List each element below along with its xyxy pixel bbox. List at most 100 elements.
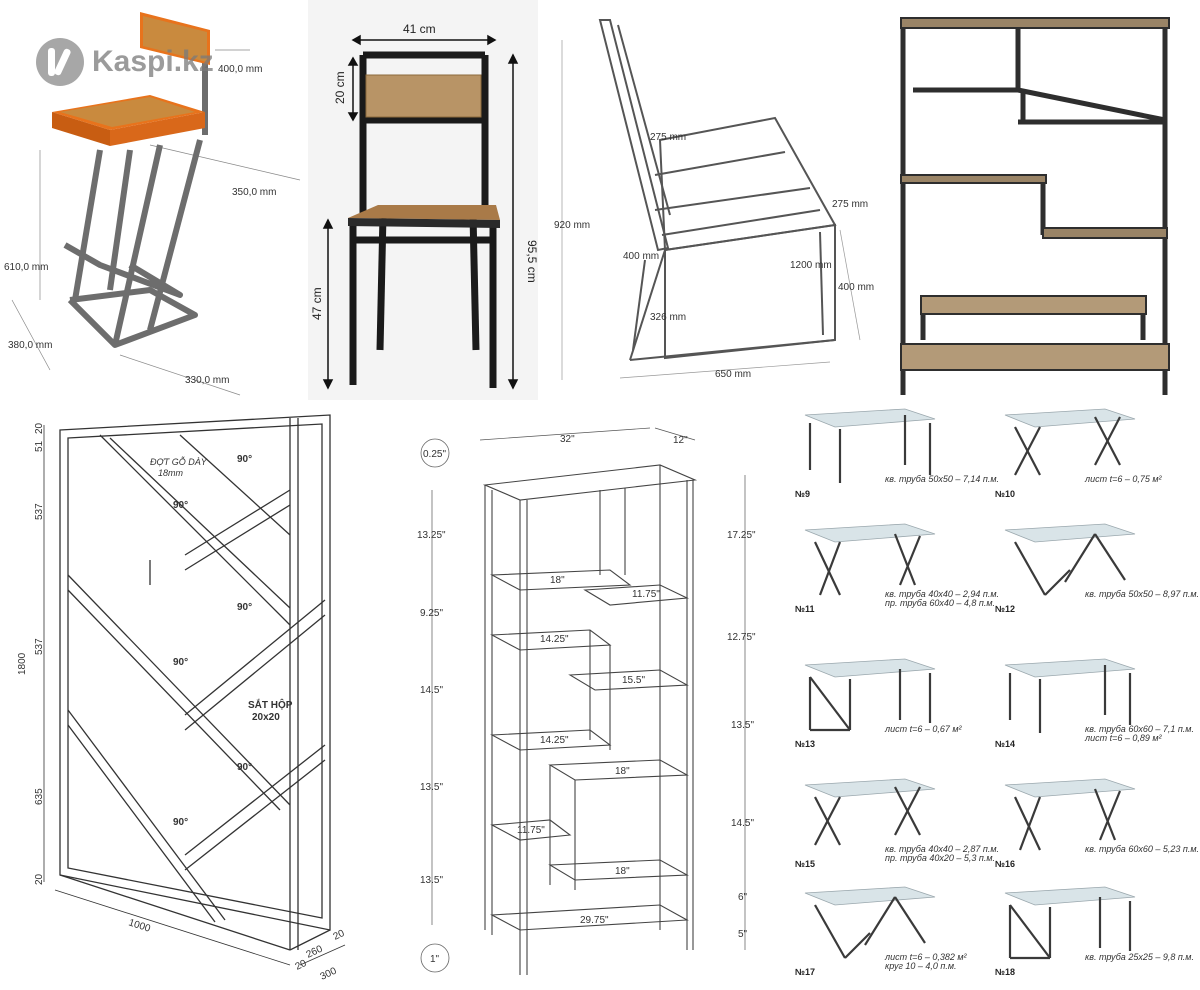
bc-shelf-7: 11.75" bbox=[517, 825, 545, 836]
chair-dim-width: 41 cm bbox=[403, 22, 436, 36]
bc-shelf-8: 18" bbox=[615, 866, 630, 877]
stool-dim-base: 330,0 mm bbox=[185, 375, 229, 386]
bc-shelf-1: 18" bbox=[550, 575, 565, 586]
bc-left-3: 14.5" bbox=[420, 685, 443, 696]
bench-dim-seat-side: 275 mm bbox=[832, 199, 868, 210]
table-item: №9 кв. труба 50x50 – 7,14 п.м. bbox=[795, 408, 999, 499]
table-item: №18 кв. труба 25x25 – 9,8 п.м. bbox=[995, 886, 1194, 977]
table-number: №11 bbox=[795, 604, 815, 614]
rack-note-wood-2: 18mm bbox=[158, 468, 184, 478]
table-spec: кв. труба 40x40 – 2,94 п.м. bbox=[885, 589, 999, 599]
rack-dim-537-2: 537 bbox=[34, 638, 45, 655]
bc-shelf-5: 14.25" bbox=[540, 735, 569, 746]
table-spec: пр. труба 60x40 – 4,8 п.м. bbox=[885, 598, 995, 608]
rack-dim-300: 300 bbox=[319, 966, 339, 983]
kaspi-watermark-text: Kaspi.kz bbox=[92, 45, 214, 78]
kaspi-logo-icon bbox=[36, 38, 84, 86]
rack-dim-635: 635 bbox=[34, 788, 45, 805]
table-spec: кв. труба 60x60 – 7,1 п.м. bbox=[1085, 724, 1194, 734]
chair-dim-back: 20 cm bbox=[333, 71, 347, 104]
metal-shelf-photo bbox=[893, 0, 1178, 400]
bc-right-3: 13.5" bbox=[731, 720, 754, 731]
table-spec: кв. труба 60x60 – 5,23 п.м. bbox=[1085, 844, 1199, 854]
bc-right-2: 12.75" bbox=[727, 632, 756, 643]
rack-dim-1800: 1800 bbox=[17, 652, 28, 675]
bc-shelf-6: 18" bbox=[615, 766, 630, 777]
bench-dim-seat-back: 275 mm bbox=[650, 132, 686, 143]
rack-angle-3: 90° bbox=[237, 602, 252, 613]
table-number: №9 bbox=[795, 489, 810, 499]
table-spec: лист t=6 – 0,382 м² bbox=[884, 952, 968, 962]
rack-angle-2: 90° bbox=[173, 500, 188, 511]
table-spec: лист t=6 – 0,89 м² bbox=[1084, 733, 1163, 743]
table-number: №10 bbox=[995, 489, 1015, 499]
table-item: №12 кв. труба 50x50 – 8,97 п.м. bbox=[995, 523, 1199, 614]
bar-stool-drawing: 350,0 mm 610,0 mm 380,0 mm 330,0 mm 400,… bbox=[0, 0, 305, 400]
bc-shelf-9: 29.75" bbox=[580, 915, 609, 926]
bc-dim-width: 32" bbox=[560, 434, 575, 445]
stool-dim-depth: 380,0 mm bbox=[8, 340, 52, 351]
bc-right-6: 5" bbox=[738, 929, 748, 940]
table-number: №13 bbox=[795, 739, 815, 749]
table-item: №13 лист t=6 – 0,67 м² bbox=[795, 658, 963, 749]
table-number: №18 bbox=[995, 967, 1015, 977]
table-number: №15 bbox=[795, 859, 815, 869]
bc-shelf-4: 15.5" bbox=[622, 675, 645, 686]
rack-dim-20-depth-a: 20 bbox=[294, 958, 309, 973]
bench-dim-leg-depth: 326 mm bbox=[650, 312, 686, 323]
rack-angle-1: 90° bbox=[237, 454, 252, 465]
bc-dim-thickness: 0.25" bbox=[423, 449, 446, 460]
table-spec: кв. труба 50x50 – 7,14 п.м. bbox=[885, 474, 999, 484]
bench-dim-height: 920 mm bbox=[554, 220, 590, 231]
rack-note-steel-1: SẮT HỘP bbox=[248, 698, 293, 711]
bench-dim-arm: 400 mm bbox=[623, 251, 659, 262]
bc-shelf-2: 11.75" bbox=[632, 589, 660, 600]
diagonal-rack-drawing: 20 51 537 537 635 20 1800 ĐỢT GỖ DÀY 18m… bbox=[0, 410, 375, 990]
bc-left-6: 1" bbox=[430, 954, 440, 965]
bc-right-5: 6" bbox=[738, 892, 748, 903]
bench-dim-length: 1200 mm bbox=[790, 260, 832, 271]
table-spec: кв. труба 50x50 – 8,97 п.м. bbox=[1085, 589, 1199, 599]
chair-dim-height: 95,5 cm bbox=[525, 240, 538, 283]
rack-dim-537-1: 537 bbox=[34, 503, 45, 520]
rack-angle-5: 90° bbox=[237, 762, 252, 773]
rack-note-wood-1: ĐỢT GỖ DÀY bbox=[150, 456, 208, 467]
rack-dim-260: 260 bbox=[305, 944, 325, 961]
table-spec: кв. труба 25x25 – 9,8 п.м. bbox=[1085, 952, 1194, 962]
table-spec: лист t=6 – 0,67 м² bbox=[884, 724, 963, 734]
table-item: №14 кв. труба 60x60 – 7,1 п.м.лист t=6 – … bbox=[995, 658, 1194, 749]
table-spec: круг 10 – 4,0 п.м. bbox=[885, 961, 957, 971]
rack-note-steel-2: 20x20 bbox=[252, 712, 280, 723]
table-number: №16 bbox=[995, 859, 1015, 869]
bc-right-4: 14.5" bbox=[731, 818, 754, 829]
table-item: №11 кв. труба 40x40 – 2,94 п.м.пр. труба … bbox=[795, 523, 999, 614]
table-number: №12 bbox=[995, 604, 1015, 614]
bench-dim-width: 650 mm bbox=[715, 369, 751, 380]
rack-dim-20-depth-b: 20 bbox=[332, 928, 347, 943]
etagere-bookcase-drawing: 32" 12" 0.25" 13.25" 9.25" 14.5" 13.5" 1… bbox=[395, 410, 785, 990]
chair-photo: 41 cm 20 cm 95,5 cm 47 cm bbox=[308, 0, 538, 400]
table-number: №14 bbox=[995, 739, 1015, 749]
bc-shelf-3: 14.25" bbox=[540, 634, 569, 645]
bc-left-2: 9.25" bbox=[420, 608, 443, 619]
rack-dim-20-top: 20 bbox=[34, 422, 45, 434]
bc-right-1: 17.25" bbox=[727, 530, 756, 541]
table-item: №16 кв. труба 60x60 – 5,23 п.м. bbox=[995, 778, 1199, 869]
bc-left-4: 13.5" bbox=[420, 782, 443, 793]
rack-dim-51: 51 bbox=[34, 440, 45, 452]
stool-dim-height: 610,0 mm bbox=[4, 262, 48, 273]
rack-angle-6: 90° bbox=[173, 817, 188, 828]
table-spec: пр. труба 40x20 – 5,3 п.м. bbox=[885, 853, 995, 863]
bench-frame-drawing: 920 mm 275 mm 275 mm 1200 mm 400 mm 400 … bbox=[540, 0, 890, 400]
rack-angle-4: 90° bbox=[173, 657, 188, 668]
kaspi-watermark: Kaspi.kz bbox=[36, 38, 214, 86]
bench-dim-leg: 400 mm bbox=[838, 282, 874, 293]
stool-dim-width: 350,0 mm bbox=[232, 187, 276, 198]
bc-left-1: 13.25" bbox=[417, 530, 446, 541]
bc-left-5: 13.5" bbox=[420, 875, 443, 886]
bc-dim-depth: 12" bbox=[673, 435, 688, 446]
